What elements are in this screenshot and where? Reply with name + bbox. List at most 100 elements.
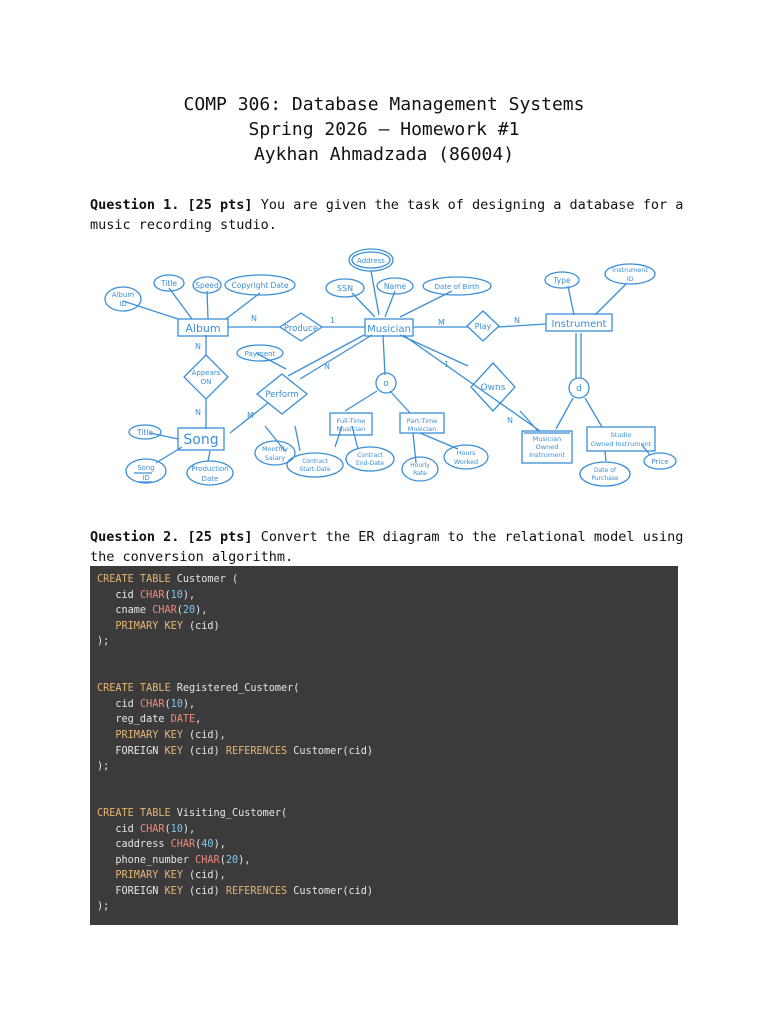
attr-hours-worked-line1: Hours [456, 449, 476, 457]
attr-date-of-purchase-line2: Purchase [591, 475, 619, 482]
attr-album-title: Title [160, 279, 177, 288]
code-token [97, 870, 115, 881]
author-line: Aykhan Ahmadzada (86004) [253, 144, 515, 165]
attr-contract-end-line1: Contract [357, 452, 383, 459]
entity-album: Album [185, 322, 220, 335]
code-line [97, 775, 678, 791]
code-token: ), [182, 823, 196, 835]
code-line: cid CHAR(10), [97, 588, 678, 604]
code-token: cname [97, 605, 153, 617]
attr-song-id-line2: ID [142, 474, 149, 482]
code-token: PRIMARY KEY [115, 729, 183, 741]
code-token: CHAR [139, 698, 165, 710]
attr-name: Name [384, 282, 407, 291]
code-token: KEY [164, 885, 183, 897]
code-token: ( [195, 839, 202, 851]
code-line: CREATE TABLE Visiting_Customer( [97, 806, 678, 822]
code-line: ); [97, 899, 678, 915]
attr-album-id-line2: ID [119, 300, 126, 308]
er-diagram: Album Musician Instrument Song Full-Time… [90, 241, 688, 500]
code-token: ), [182, 698, 196, 710]
code-token: (cid) [182, 745, 226, 757]
code-token [97, 621, 115, 632]
code-token: ( [164, 823, 171, 835]
attr-contract-start-line2: Start-Date [299, 466, 330, 473]
code-token: cid [97, 589, 140, 601]
question-1-text: You are given the task of designing a da… [90, 197, 684, 233]
code-token: (cid), [182, 729, 226, 741]
code-line: CREATE TABLE Registered_Customer( [97, 681, 678, 697]
card-musician-play: M [438, 318, 445, 327]
entity-labels: Album Musician Instrument Song Full-Time… [183, 319, 651, 459]
code-line: cid CHAR(10), [97, 822, 678, 838]
code-token: CREATE TABLE [97, 574, 171, 585]
entity-full-time-line2: Musician [337, 425, 365, 433]
code-token: CHAR [170, 839, 196, 851]
code-token: FOREIGN [97, 745, 165, 757]
code-line [97, 650, 678, 666]
attribute-shapes [104, 248, 677, 487]
code-line: phone_number CHAR(20), [97, 853, 678, 869]
code-line [97, 666, 678, 682]
code-token: ), [182, 589, 196, 601]
code-token [97, 730, 115, 741]
attr-date-of-birth: Date of Birth [435, 283, 480, 291]
question-1: Question 1. [25 pts] You are given the t… [90, 195, 690, 235]
code-token: ( [176, 605, 183, 617]
code-token: CHAR [139, 589, 165, 601]
entity-song: Song [183, 432, 218, 448]
code-token: Customer(cid) [287, 745, 374, 757]
attr-ssn: SSN [337, 284, 353, 293]
code-line: reg_date DATE, [97, 712, 678, 728]
attr-instrument-id-line1: Instrument [612, 266, 648, 274]
attr-production-date-line1: Production [191, 465, 228, 473]
relationship-produce: Produce [284, 324, 318, 334]
relationship-labels: Produce Play Appears ON Perform Owns [192, 322, 506, 400]
code-token: 10 [170, 589, 183, 601]
attr-album-id-line1: Album [112, 291, 135, 299]
code-line: FOREIGN KEY (cid) REFERENCES Customer(ci… [97, 884, 678, 900]
homework-title: Spring 2026 – Homework #1 [248, 119, 520, 140]
code-token: Visiting_Customer( [170, 807, 288, 819]
code-line: PRIMARY KEY (cid) [97, 619, 678, 635]
question-2-label: Question 2. [25 pts] [90, 529, 253, 545]
code-token: ( [164, 589, 171, 601]
attr-song-title: Title [136, 428, 153, 437]
code-token: PRIMARY KEY [115, 870, 183, 882]
entity-part-time-line1: Part-Time [407, 417, 438, 425]
code-token: caddress [97, 839, 171, 851]
code-line: cid CHAR(10), [97, 697, 678, 713]
code-token: reg_date [97, 714, 171, 726]
card-produce-musician: 1 [330, 316, 335, 325]
card-musician-owns: 1 [444, 360, 449, 369]
code-line: PRIMARY KEY (cid), [97, 728, 678, 744]
code-token: CREATE TABLE [97, 683, 171, 695]
attr-contract-start-line1: Contract [302, 458, 328, 465]
attr-copyright-date: Copyright Date [232, 281, 289, 290]
attr-monthly-salary-line1: Monthly [262, 445, 288, 453]
attr-speed: Speed [195, 281, 219, 290]
attr-address: Address [357, 257, 385, 265]
code-token: ( [164, 698, 171, 710]
attr-type: Type [552, 276, 571, 285]
er-diagram-drawing: Album Musician Instrument Song Full-Time… [104, 248, 677, 487]
entity-part-time-line2: Musician [408, 425, 436, 433]
code-token: ( [219, 854, 226, 866]
card-perform-song: M [247, 411, 254, 420]
relationship-play: Play [475, 322, 492, 331]
code-token: cid [97, 698, 140, 710]
relationship-shapes [183, 310, 516, 415]
relationship-owns: Owns [481, 383, 506, 393]
attr-price: Price [651, 458, 668, 466]
diagram-lines [122, 270, 651, 464]
card-perform-musician: N [324, 362, 330, 371]
code-token: phone_number [97, 854, 196, 866]
code-token: CHAR [195, 854, 220, 866]
code-line: caddress CHAR(40), [97, 837, 678, 853]
code-line: CREATE TABLE Customer ( [97, 572, 678, 588]
relationship-appears-line1: Appears [192, 369, 221, 377]
attr-hours-worked-line2: Worked [454, 458, 478, 466]
attr-contract-end-line2: End-Date [356, 460, 384, 467]
code-token: Registered_Customer( [170, 683, 300, 695]
relationship-perform: Perform [265, 390, 298, 400]
